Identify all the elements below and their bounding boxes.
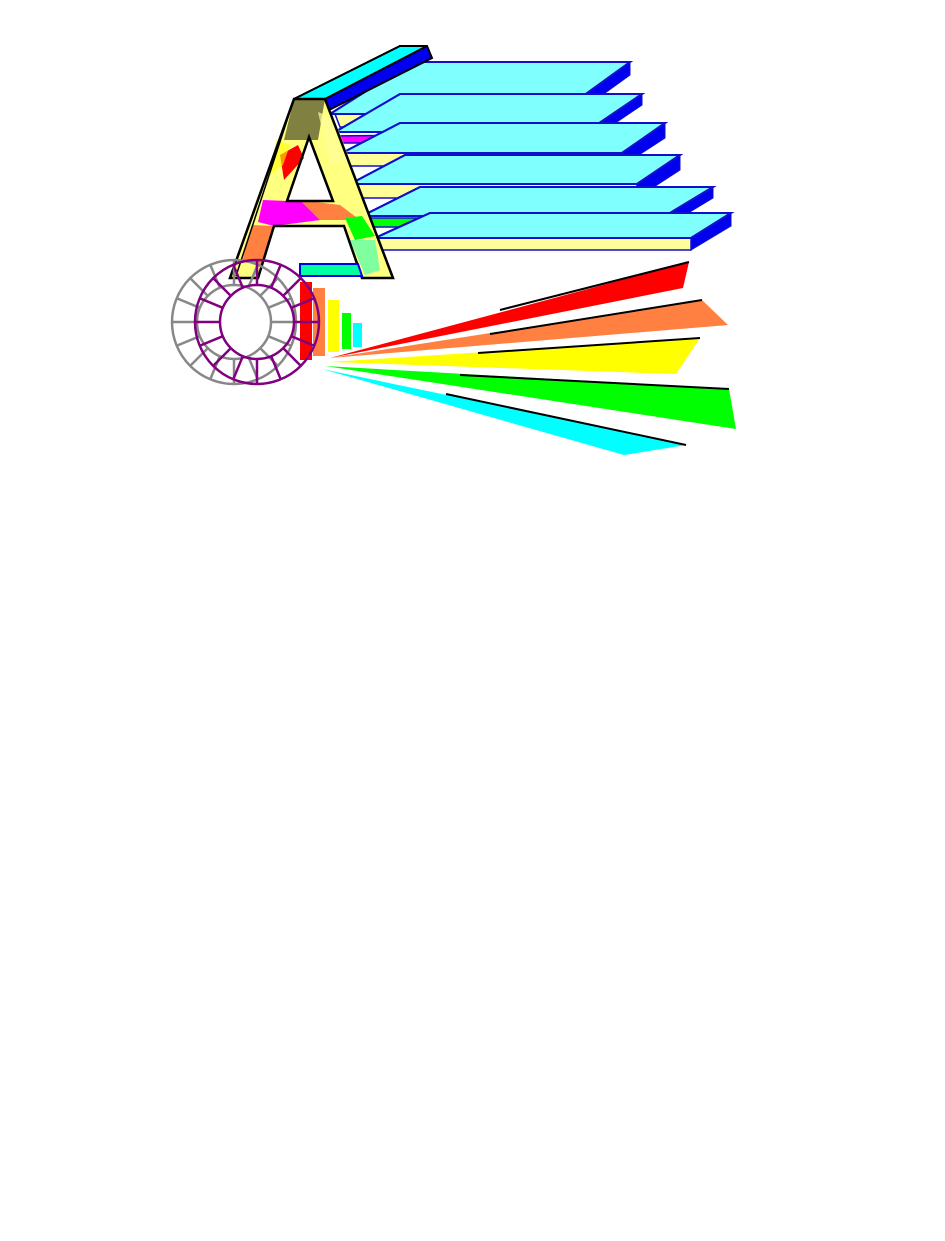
bar-green <box>342 313 351 349</box>
ray-cyan <box>322 369 686 455</box>
ray-red <box>330 262 689 358</box>
ray-green-edge <box>459 374 730 390</box>
ring-purple <box>193 258 321 386</box>
plate-6 <box>374 212 735 251</box>
letter-a-base-strip <box>299 263 364 277</box>
ring-gray <box>170 258 298 386</box>
ray-cyan-edge <box>445 393 687 446</box>
letter-a <box>228 45 434 280</box>
bar-cyan <box>353 323 362 347</box>
stacked-plates <box>320 61 735 251</box>
rainbow-rays <box>322 261 736 455</box>
ray-red-edge <box>499 261 690 311</box>
ray-orange-edge <box>489 299 703 335</box>
ray-orange <box>330 300 728 358</box>
ray-yellow-edge <box>477 337 701 354</box>
ray-yellow <box>330 338 700 374</box>
bar-yellow <box>328 300 339 352</box>
ray-green <box>325 366 736 429</box>
